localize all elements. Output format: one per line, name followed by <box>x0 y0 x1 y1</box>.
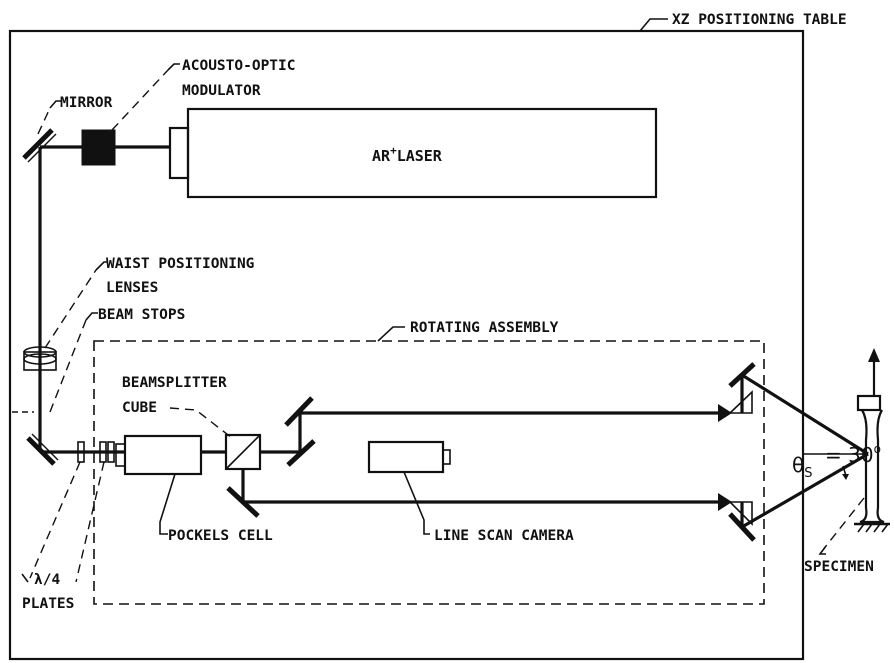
line-scan-camera-label: LINE SCAN CAMERA <box>434 528 574 544</box>
mirror-label: MIRROR <box>60 95 113 111</box>
line-scan-camera <box>367 440 445 474</box>
mirror-upper-path-top <box>284 396 314 427</box>
aom-label-line2: MODULATOR <box>182 83 261 99</box>
waist-positioning-lenses <box>23 346 57 371</box>
plates-label-line2: PLATES <box>22 596 74 612</box>
waist-lenses-label-line1: WAIST POSITIONING <box>106 256 254 272</box>
mirror-upper-path-bottom <box>286 439 316 467</box>
pockels-cell-label: POCKELS CELL <box>168 528 273 544</box>
laser-label: AR+LASER <box>372 144 443 165</box>
mirror-top <box>22 128 54 160</box>
specimen <box>854 394 890 533</box>
theta-value: = 30o <box>825 442 881 467</box>
xz-positioning-table <box>8 29 805 661</box>
xz-table-label: XZ POSITIONING TABLE <box>672 12 847 28</box>
rotating-assembly-label: ROTATING ASSEMBLY <box>410 320 559 336</box>
theta-symbol: θS <box>792 453 813 481</box>
aom-label-line1: ACOUSTO-OPTIC <box>182 58 296 74</box>
beamsplitter-label-line2: CUBE <box>122 400 157 416</box>
beam-stops-label: BEAM STOPS <box>98 307 185 323</box>
rotating-assembly-box <box>93 340 765 605</box>
plates-label-line1: λ/4 <box>34 572 60 588</box>
specimen-label: SPECIMEN <box>804 559 874 575</box>
waist-lenses-label-line2: LENSES <box>106 280 158 296</box>
quarter-wave-plates <box>77 441 115 463</box>
beamsplitter-cube <box>224 433 262 471</box>
pockels-cell <box>123 434 203 476</box>
laser-output-coupler <box>168 126 190 180</box>
beamsplitter-label-line1: BEAMSPLITTER <box>122 375 227 391</box>
